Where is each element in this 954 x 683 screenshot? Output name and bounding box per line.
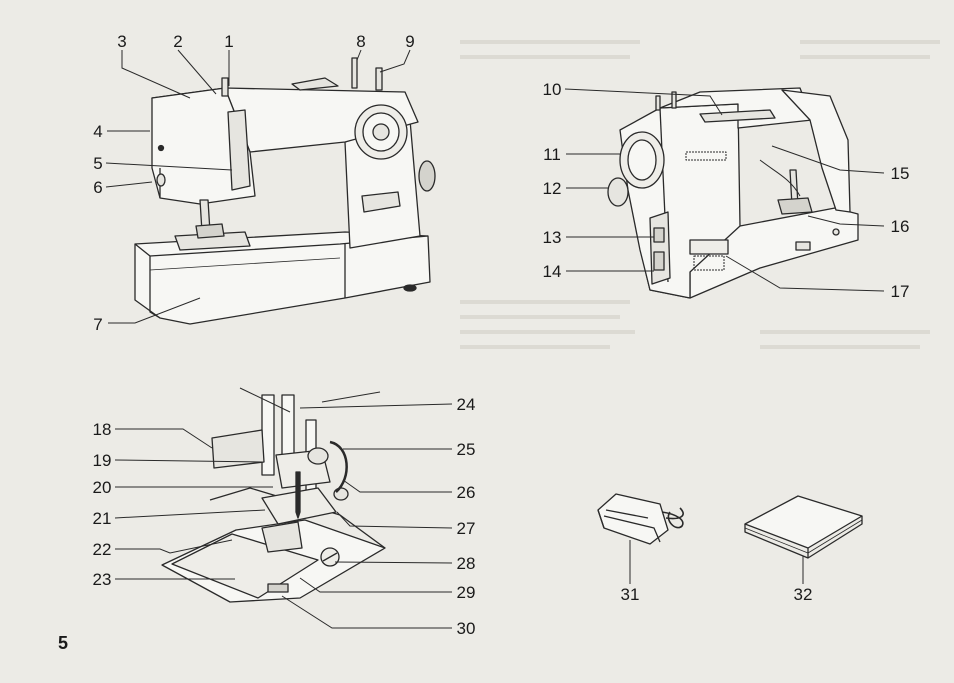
- callout-16: 16: [891, 217, 910, 236]
- callout-24: 24: [457, 395, 476, 414]
- callout-10: 10: [543, 80, 562, 99]
- callout-6: 6: [93, 178, 102, 197]
- callout-19: 19: [93, 451, 112, 470]
- callout-15: 15: [891, 164, 910, 183]
- front-view-machine: [134, 57, 436, 325]
- background-texture: [460, 40, 940, 349]
- callout-7: 7: [93, 315, 102, 334]
- callout-26: 26: [457, 483, 476, 502]
- callout-28: 28: [457, 554, 476, 573]
- instruction-manual: [744, 495, 863, 559]
- callout-12: 12: [543, 179, 562, 198]
- presser-foot-closeup: [161, 387, 386, 603]
- callout-21: 21: [93, 509, 112, 528]
- callout-22: 22: [93, 540, 112, 559]
- callout-25: 25: [457, 440, 476, 459]
- callout-5: 5: [93, 154, 102, 173]
- callout-2: 2: [173, 32, 182, 51]
- page-number: 5: [58, 633, 68, 653]
- callout-30: 30: [457, 619, 476, 638]
- callout-1: 1: [224, 32, 233, 51]
- callout-3: 3: [117, 32, 126, 51]
- callout-20: 20: [93, 478, 112, 497]
- callout-9: 9: [405, 32, 414, 51]
- callout-17: 17: [891, 282, 910, 301]
- callout-11: 11: [543, 145, 561, 164]
- callout-13: 13: [543, 228, 562, 247]
- leader-lines: [105, 49, 885, 629]
- callout-32: 32: [794, 585, 813, 604]
- callout-14: 14: [543, 262, 562, 281]
- rear-view-machine: [607, 87, 859, 299]
- callout-31: 31: [621, 585, 640, 604]
- callout-23: 23: [93, 570, 112, 589]
- callout-29: 29: [457, 583, 476, 602]
- callout-18: 18: [93, 420, 112, 439]
- callout-4: 4: [93, 122, 102, 141]
- foot-control: [597, 493, 684, 545]
- callout-27: 27: [457, 519, 476, 538]
- callout-8: 8: [356, 32, 365, 51]
